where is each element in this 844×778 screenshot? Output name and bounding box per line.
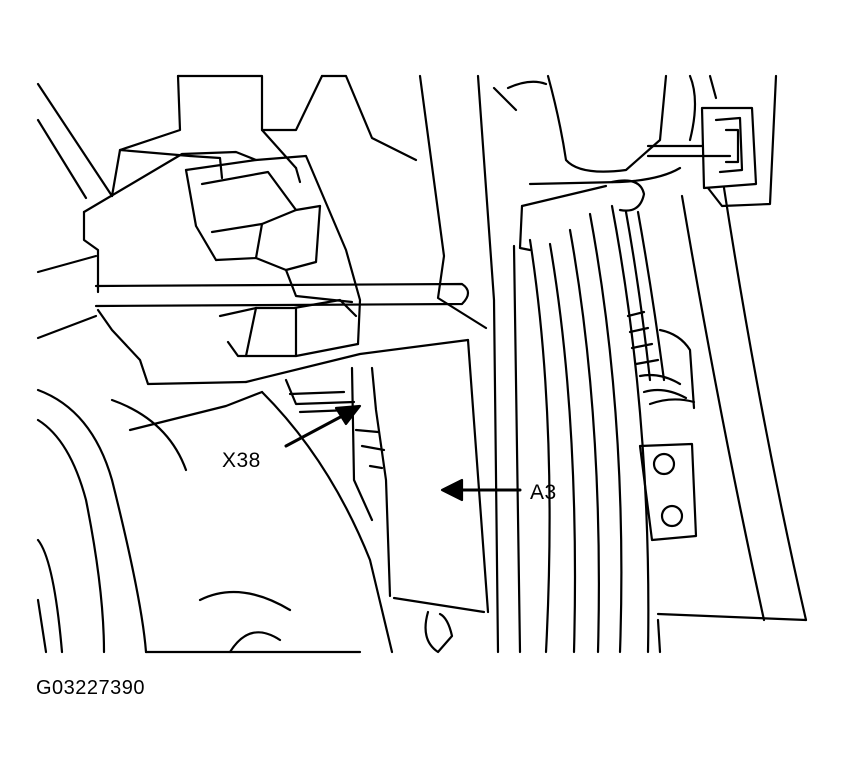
callout-arrow-a3	[440, 478, 522, 502]
long-rod	[94, 282, 470, 308]
left-lower-curves	[36, 388, 394, 654]
figure-id: G03227390	[36, 677, 146, 699]
callout-label-a3: A3	[530, 481, 557, 504]
right-channels	[476, 74, 808, 654]
relay-connector-body	[82, 150, 470, 386]
harness-region	[284, 366, 392, 598]
module-a3-outline	[392, 74, 490, 654]
upper-right-bracket	[518, 74, 808, 622]
mounting-plate	[638, 442, 698, 542]
callout-label-x38: X38	[222, 449, 261, 472]
callout-arrow-x38	[284, 404, 362, 448]
corrugated-harness	[624, 210, 696, 410]
left-upper-structure	[36, 74, 418, 340]
